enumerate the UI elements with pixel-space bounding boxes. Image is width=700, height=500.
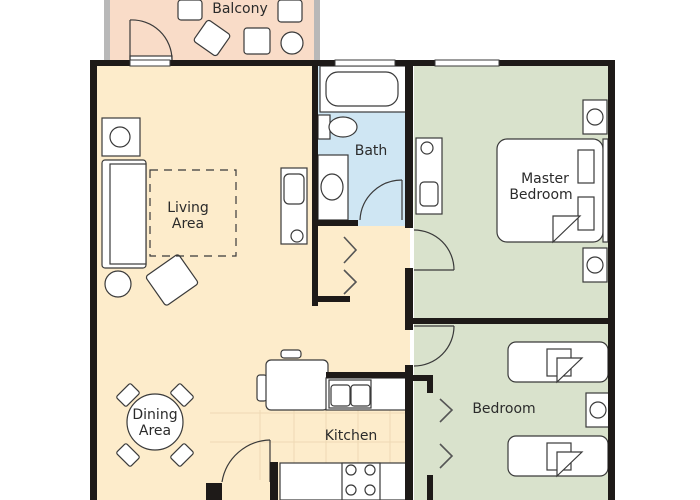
dining-area[interactable]: Dining Area [116, 383, 194, 467]
master-bedroom[interactable]: Master Bedroom [413, 66, 610, 318]
closet-door-icon [439, 398, 454, 469]
master-bed-icon [496, 138, 609, 244]
bedroom-label: Bedroom [472, 401, 535, 417]
rug-outline [149, 169, 237, 257]
bath-door-icon [359, 179, 403, 221]
bath-label: Bath [355, 143, 388, 159]
twin-bed-icon [507, 341, 609, 478]
toilet-icon [317, 114, 358, 140]
master-bedroom-label-1: Master [521, 171, 569, 187]
master-door-icon [413, 229, 455, 271]
balcony[interactable]: Balcony [104, 0, 320, 63]
kitchen-label: Kitchen [325, 428, 378, 444]
bath[interactable]: Bath [317, 65, 408, 226]
armchair-icon [145, 254, 199, 306]
nightstand-lamp-icon [585, 392, 611, 428]
side-table-icon [104, 270, 132, 298]
dresser-icon [415, 137, 443, 215]
closet-door-icon [343, 236, 358, 295]
dining-label-1: Dining [132, 407, 177, 423]
second-bedroom[interactable]: Bedroom [413, 324, 611, 500]
bedroom-door-icon [413, 325, 455, 367]
nightstand-lamp-icon [582, 99, 608, 283]
living-label-2: Area [172, 216, 204, 232]
dining-table-icon [116, 383, 194, 467]
windows [129, 59, 500, 67]
balcony-label: Balcony [212, 1, 268, 17]
stove-icon [279, 462, 407, 500]
dining-label-2: Area [139, 423, 171, 439]
balcony-chair-icon [177, 0, 304, 57]
kitchen-sink-icon [328, 379, 372, 409]
living-label-1: Living [167, 200, 209, 216]
bathtub-icon [319, 65, 407, 113]
hall-closet[interactable] [343, 236, 358, 295]
kitchen[interactable]: Kitchen [210, 349, 407, 500]
master-bedroom-label-2: Bedroom [509, 187, 572, 203]
sink-icon [317, 154, 349, 221]
living-furniture [101, 117, 308, 306]
